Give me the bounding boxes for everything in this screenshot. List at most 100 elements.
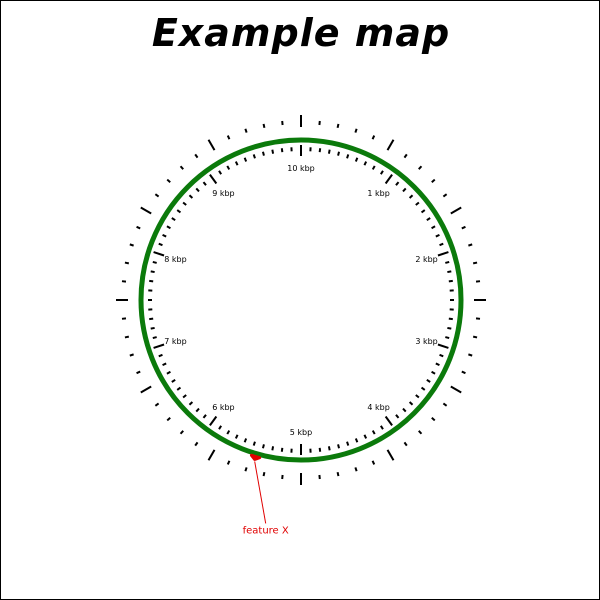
inner-minor-tick (202, 414, 207, 419)
inner-minor-tick (426, 378, 431, 383)
outer-minor-tick (336, 123, 340, 129)
inner-minor-tick (318, 447, 322, 452)
inner-minor-tick (408, 401, 414, 406)
inner-minor-tick (415, 201, 420, 206)
inner-minor-tick (420, 209, 426, 214)
inner-major-tick (437, 343, 449, 349)
inner-minor-tick (445, 260, 450, 264)
outer-minor-tick (403, 441, 408, 447)
inner-minor-tick (408, 194, 414, 199)
inner-minor-tick (171, 378, 176, 383)
inner-minor-tick (271, 446, 275, 451)
outer-minor-tick (403, 153, 408, 159)
tick-label: 2 kbp (415, 255, 437, 264)
inner-major-tick (209, 174, 218, 185)
inner-minor-tick (243, 157, 248, 162)
inner-minor-tick (439, 353, 444, 358)
inner-minor-tick (420, 386, 426, 391)
outer-major-tick (140, 385, 152, 394)
outer-minor-tick (418, 430, 423, 435)
inner-minor-tick (195, 407, 200, 413)
inner-minor-tick (337, 444, 341, 449)
outer-minor-tick (226, 135, 231, 140)
outer-major-tick (450, 206, 462, 215)
inner-minor-tick (280, 148, 284, 153)
outer-major-tick (207, 139, 216, 151)
inner-minor-tick (327, 149, 331, 154)
tick-label: 7 kbp (164, 337, 186, 346)
outer-major-tick (386, 139, 395, 151)
inner-minor-tick (280, 447, 284, 452)
inner-minor-tick (435, 362, 440, 367)
outer-minor-tick (166, 417, 171, 422)
inner-major-tick (153, 251, 165, 257)
inner-minor-tick (379, 425, 384, 430)
inner-minor-tick (149, 317, 154, 321)
inner-minor-tick (226, 430, 231, 435)
inner-minor-tick (152, 336, 157, 340)
inner-minor-tick (162, 233, 167, 238)
tick-label: 10 kbp (287, 164, 315, 173)
outer-minor-tick (154, 193, 160, 198)
features: feature X (243, 453, 289, 536)
outer-minor-tick (468, 353, 473, 357)
inner-minor-tick (149, 279, 154, 283)
inner-minor-tick (445, 336, 450, 340)
inner-minor-tick (234, 434, 239, 439)
inner-minor-tick (252, 441, 256, 446)
tick-label: 9 kbp (212, 189, 234, 198)
outer-minor-tick (226, 460, 231, 465)
inner-minor-tick (415, 394, 420, 399)
tick-label: 8 kbp (164, 255, 186, 264)
inner-minor-tick (448, 317, 453, 321)
outer-minor-tick (179, 165, 184, 170)
inner-minor-tick (218, 425, 223, 430)
inner-minor-tick (402, 407, 407, 413)
inner-minor-tick (371, 430, 376, 435)
inner-minor-tick (243, 438, 248, 443)
inner-minor-tick (431, 225, 436, 230)
inner-minor-tick (447, 326, 452, 330)
outer-minor-tick (371, 460, 376, 465)
inner-major-tick (384, 174, 393, 185)
outer-tick-ring (116, 115, 486, 485)
outer-major-tick (140, 206, 152, 215)
inner-minor-tick (152, 260, 157, 264)
inner-minor-tick (337, 151, 341, 156)
outer-minor-tick (124, 335, 130, 339)
inner-minor-tick (182, 394, 187, 399)
inner-minor-tick (166, 370, 171, 375)
feature-label: feature X (243, 525, 289, 536)
feature-marker (249, 453, 262, 461)
inner-minor-tick (447, 270, 452, 274)
outer-minor-tick (136, 370, 141, 375)
inner-major-tick (384, 415, 393, 426)
outer-minor-tick (262, 471, 266, 477)
inner-minor-tick (354, 157, 359, 162)
inner-minor-tick (188, 194, 194, 199)
inner-minor-tick (158, 353, 163, 358)
inner-minor-tick (171, 217, 176, 222)
outer-minor-tick (431, 178, 436, 183)
inner-minor-tick (166, 225, 171, 230)
inner-minor-tick (252, 154, 256, 159)
inner-minor-tick (371, 165, 376, 170)
tick-label: 5 kbp (290, 428, 312, 437)
inner-minor-tick (346, 154, 350, 159)
tick-label: 1 kbp (367, 189, 389, 198)
inner-minor-tick (150, 326, 155, 330)
inner-minor-tick (162, 362, 167, 367)
outer-minor-tick (472, 335, 478, 339)
tick-label: 3 kbp (415, 337, 437, 346)
inner-minor-tick (218, 170, 223, 175)
outer-minor-tick (166, 178, 171, 183)
outer-major-tick (386, 449, 395, 461)
outer-minor-tick (124, 261, 130, 265)
inner-minor-tick (234, 161, 239, 166)
backbone-circle (138, 137, 464, 463)
inner-minor-tick (176, 209, 182, 214)
outer-minor-tick (472, 261, 478, 265)
inner-minor-tick (395, 414, 400, 419)
